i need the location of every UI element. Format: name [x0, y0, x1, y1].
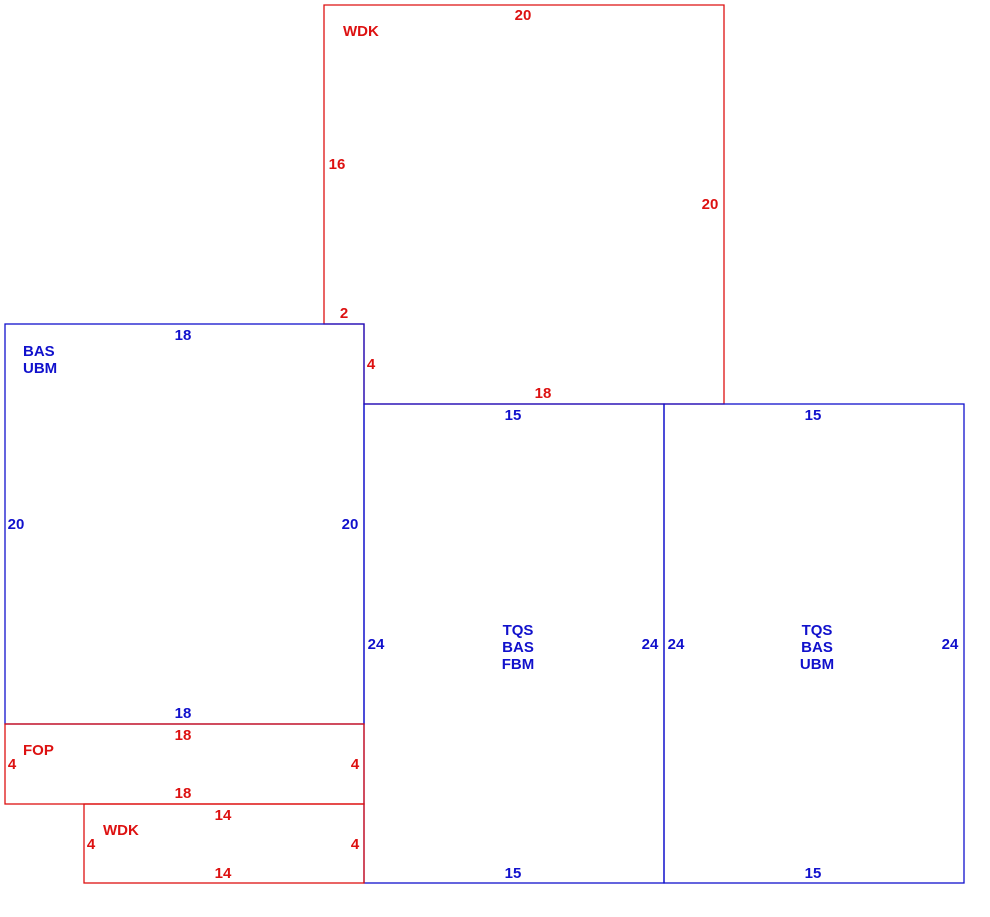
dimension-label: 24 — [368, 636, 385, 653]
dimension-label: 15 — [505, 865, 522, 882]
dimension-label: 20 — [515, 7, 532, 24]
dimension-label: 4 — [87, 836, 96, 853]
dimension-label: 18 — [535, 385, 552, 402]
area-code: WDK — [103, 822, 139, 839]
area-code: TQS — [503, 622, 534, 639]
area-tqs-bas-fbm: TQS BAS FBM 15 24 24 15 — [363, 403, 665, 884]
area-code: TQS — [802, 622, 833, 639]
dimension-label: 18 — [175, 785, 192, 802]
area-code: UBM — [23, 360, 57, 377]
area-wdk-top-outline — [323, 4, 725, 405]
dimension-label: 18 — [175, 727, 192, 744]
dimension-label: 15 — [805, 407, 822, 424]
dimension-label: 4 — [8, 756, 17, 773]
dimension-label: 4 — [351, 836, 360, 853]
area-fop: FOP 18 4 4 18 — [4, 723, 365, 805]
area-bas-ubm-left-outline — [4, 323, 365, 725]
dimension-label: 18 — [175, 705, 192, 722]
area-code: FOP — [23, 742, 54, 759]
area-wdk-bottom: WDK 14 4 4 14 — [83, 803, 365, 884]
area-bas-ubm-left: BAS UBM 18 20 20 18 — [4, 323, 365, 725]
dimension-label: 15 — [805, 865, 822, 882]
dimension-label: 4 — [351, 756, 360, 773]
area-code: WDK — [343, 23, 379, 40]
dimension-label: 18 — [175, 327, 192, 344]
dimension-label: 24 — [668, 636, 685, 653]
area-tqs-bas-ubm: TQS BAS UBM 15 24 24 15 — [663, 403, 965, 884]
area-code: BAS — [502, 639, 534, 656]
dimension-label: 4 — [367, 356, 376, 373]
area-wdk-top: WDK 20 16 2 4 20 18 — [323, 4, 725, 405]
dimension-label: 14 — [215, 865, 232, 882]
area-tqs-bas-ubm-outline — [663, 403, 965, 884]
dimension-label: 16 — [329, 156, 346, 173]
dimension-label: 2 — [340, 305, 348, 322]
area-code: BAS — [23, 343, 55, 360]
dimension-label: 24 — [642, 636, 659, 653]
dimension-label: 20 — [8, 516, 25, 533]
dimension-label: 14 — [215, 807, 232, 824]
dimension-label: 20 — [702, 196, 719, 213]
dimension-label: 20 — [342, 516, 359, 533]
area-wdk-bottom-outline — [83, 803, 365, 884]
area-code: BAS — [801, 639, 833, 656]
area-code: FBM — [502, 656, 535, 673]
dimension-label: 15 — [505, 407, 522, 424]
area-code: UBM — [800, 656, 834, 673]
dimension-label: 24 — [942, 636, 959, 653]
